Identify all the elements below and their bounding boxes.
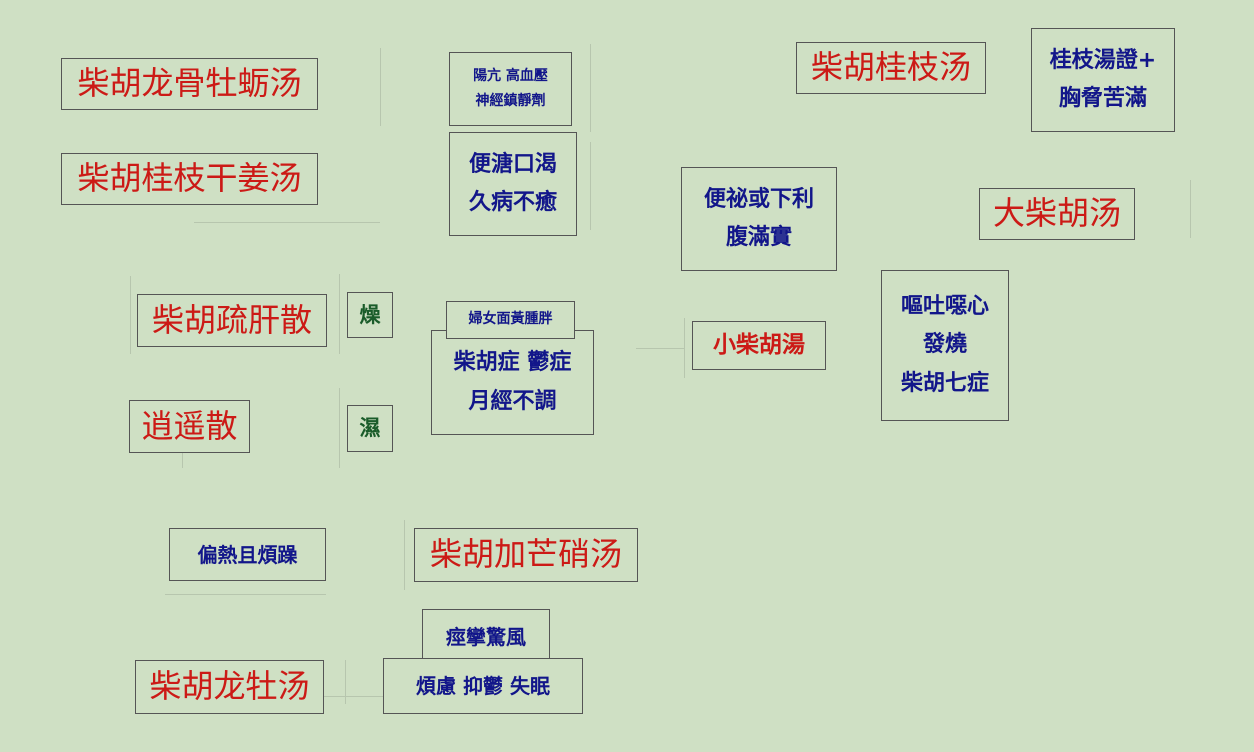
connector-line <box>590 44 591 132</box>
connector-line <box>323 696 383 697</box>
connector-line <box>194 222 380 223</box>
symptom-line: 胸脅苦滿 <box>1058 86 1147 111</box>
symptom-box-pianre: 偏熱且煩躁 <box>169 528 326 581</box>
symptom-line: 月經不調 <box>468 388 557 414</box>
connector-line <box>636 348 684 349</box>
formula-xiao-chaihu-tang: 小柴胡湯 <box>692 321 826 370</box>
connector-line <box>684 318 685 378</box>
symptom-box-yuzheng: 柴胡症 鬱症 月經不調 <box>431 330 594 435</box>
formula-chaihu-guizhi-tang: 柴胡桂枝汤 <box>796 42 986 94</box>
symptom-line: 神經鎮靜劑 <box>475 93 546 109</box>
symptom-box-fanlu: 煩慮 抑鬱 失眠 <box>383 658 583 714</box>
symptom-line: 柴胡七症 <box>900 370 989 396</box>
formula-chaihu-shugan-san: 柴胡疏肝散 <box>137 294 327 347</box>
symptom-box-outu: 嘔吐噁心 發燒 柴胡七症 <box>881 270 1009 421</box>
formula-da-chaihu-tang: 大柴胡汤 <box>979 188 1135 240</box>
symptom-box-biance: 便祕或下利 腹滿實 <box>681 167 837 271</box>
symptom-line: 腹滿實 <box>725 225 792 250</box>
symptom-line: 桂枝湯證+ <box>1049 47 1157 73</box>
symptom-box-jingluan: 痙攣驚風 <box>422 609 550 665</box>
quality-box-zao: 燥 <box>347 292 393 338</box>
quality-box-shi: 濕 <box>347 405 393 452</box>
symptom-box-yangkang: 陽亢 高血壓 神經鎮靜劑 <box>449 52 572 126</box>
connector-line <box>345 660 346 704</box>
formula-chaihu-jia-mangxiao-tang: 柴胡加芒硝汤 <box>414 528 638 582</box>
symptom-line: 陽亢 高血壓 <box>473 67 548 84</box>
formula-chaihu-guizhi-ganjiang-tang: 柴胡桂枝干姜汤 <box>61 153 318 205</box>
formula-chaihu-longmu-tang: 柴胡龙牡汤 <box>135 660 324 714</box>
formula-chaihu-longgu-muli-tang: 柴胡龙骨牡蛎汤 <box>61 58 318 110</box>
symptom-line: 便溏口渴 <box>468 151 557 177</box>
symptom-line: 嘔吐噁心 <box>900 293 989 319</box>
symptom-box-funu: 婦女面黃腫胖 <box>446 301 575 339</box>
connector-line <box>130 276 131 354</box>
symptom-line: 久病不癒 <box>468 190 557 215</box>
connector-line <box>1190 180 1191 238</box>
formula-xiaoyao-san: 逍遥散 <box>129 400 250 453</box>
symptom-line: 柴胡症 鬱症 <box>453 350 572 375</box>
connector-line <box>339 388 340 468</box>
connector-line <box>404 520 405 590</box>
connector-line <box>165 594 326 595</box>
connector-line <box>339 274 340 354</box>
symptom-box-guizhi-zheng: 桂枝湯證+ 胸脅苦滿 <box>1031 28 1175 132</box>
symptom-line: 發燒 <box>922 332 967 358</box>
symptom-box-biantang: 便溏口渴 久病不癒 <box>449 132 577 236</box>
symptom-line: 便祕或下利 <box>703 186 814 212</box>
connector-line <box>380 48 381 126</box>
connector-line <box>590 142 591 230</box>
